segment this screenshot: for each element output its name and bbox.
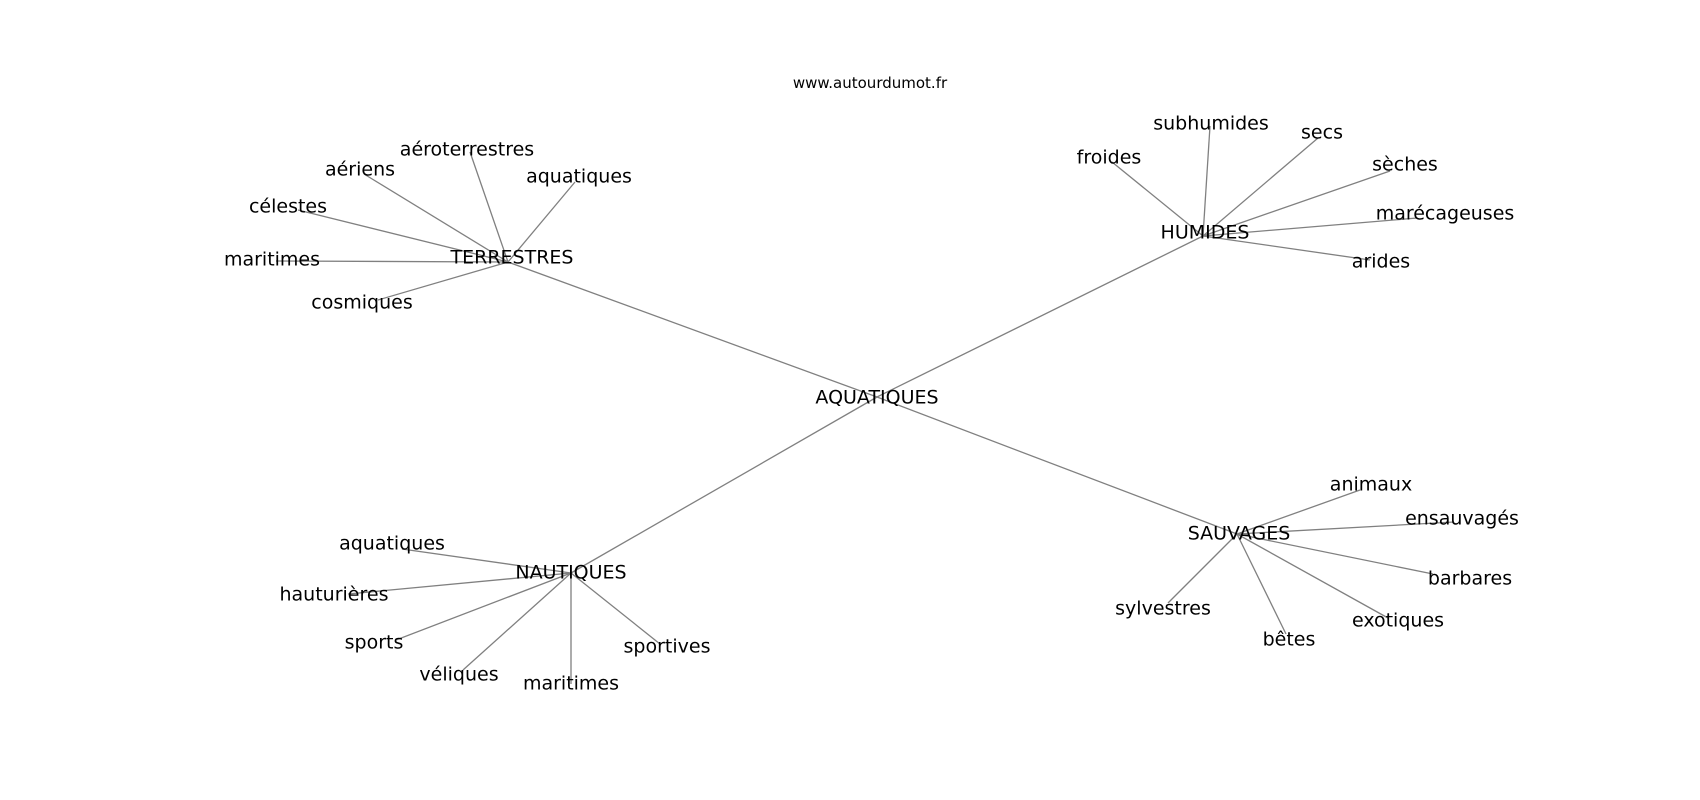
leaf-node-nautiques-sports: sports <box>345 632 404 654</box>
edge-terrestres-to-celestes <box>297 209 509 263</box>
leaf-node-humides-seches: sèches <box>1372 154 1438 176</box>
edge-nautiques-to-sportives <box>570 572 661 645</box>
edge-sauvages-to-barbares <box>1236 533 1434 575</box>
leaf-node-sauvages-exotiques: exotiques <box>1352 610 1444 632</box>
leaf-node-sauvages-barbares: barbares <box>1428 568 1512 590</box>
source-label: www.autourdumot.fr <box>793 74 948 92</box>
edge-terrestres-to-aeroterrestres <box>469 151 509 263</box>
leaf-node-terrestres-maritimes: maritimes <box>224 249 320 271</box>
hub-node-nautiques: NAUTIQUES <box>515 562 626 584</box>
hub-node-terrestres: TERRESTRES <box>450 247 574 269</box>
edge-terrestres-to-maritimes <box>275 260 509 263</box>
leaf-node-nautiques-veliques: véliques <box>419 664 498 686</box>
leaf-node-humides-secs: secs <box>1301 122 1343 144</box>
leaf-node-nautiques-sportives: sportives <box>624 636 711 658</box>
leaf-node-terrestres-aquatiques: aquatiques <box>526 166 632 188</box>
edge-nautiques-to-aquatiques <box>401 548 572 574</box>
center-node-label: AQUATIQUES <box>815 387 938 409</box>
edge-humides-to-seches <box>1202 170 1391 237</box>
leaf-node-sauvages-sylvestres: sylvestres <box>1115 598 1211 620</box>
edge-sauvages-to-ensauvages <box>1236 521 1455 535</box>
edge-sauvages-to-sylvestres <box>1167 533 1238 604</box>
leaf-node-sauvages-betes: bêtes <box>1263 629 1316 651</box>
edge-nautiques-to-hauturieres <box>347 572 572 595</box>
leaf-node-humides-marecageuses: marécageuses <box>1376 203 1515 225</box>
leaf-node-sauvages-ensauvages: ensauvagés <box>1405 508 1519 530</box>
edge-sauvages-to-exotiques <box>1236 533 1389 619</box>
hub-node-sauvages: SAUVAGES <box>1188 523 1291 545</box>
leaf-node-terrestres-aeroterrestres: aéroterrestres <box>400 139 534 161</box>
edge-center-to-terrestres <box>507 261 878 398</box>
graph-nodes: AQUATIQUES TERRESTRES aéroterrestresaérien… <box>224 113 1519 695</box>
edge-terrestres-to-cosmiques <box>377 261 509 301</box>
edge-center-to-nautiques <box>570 396 878 574</box>
leaf-node-nautiques-hauturieres: hauturières <box>280 584 389 606</box>
edge-nautiques-to-veliques <box>462 572 572 671</box>
edge-terrestres-to-aeriens <box>363 173 509 263</box>
leaf-node-humides-subhumides: subhumides <box>1153 113 1269 135</box>
edge-center-to-sauvages <box>876 396 1238 535</box>
edge-sauvages-to-betes <box>1236 533 1287 635</box>
leaf-node-sauvages-animaux: animaux <box>1330 474 1412 496</box>
edge-humides-to-arides <box>1202 235 1371 261</box>
edge-humides-to-subhumides <box>1202 125 1211 237</box>
leaf-node-humides-froides: froides <box>1077 147 1142 169</box>
leaf-node-terrestres-celestes: célestes <box>249 196 327 218</box>
edge-humides-to-marecageuses <box>1202 217 1418 237</box>
edge-center-to-humides <box>876 235 1204 398</box>
graph-edges <box>275 125 1455 684</box>
hub-node-humides: HUMIDES <box>1161 222 1250 244</box>
edge-humides-to-secs <box>1202 137 1319 237</box>
leaf-node-terrestres-aeriens: aériens <box>325 159 395 181</box>
edge-sauvages-to-animaux <box>1236 489 1361 535</box>
edge-humides-to-froides <box>1111 161 1204 237</box>
leaf-node-nautiques-aquatiques: aquatiques <box>339 533 445 555</box>
edge-nautiques-to-sports <box>395 572 572 641</box>
edge-terrestres-to-aquatiques <box>507 181 576 263</box>
leaf-node-terrestres-cosmiques: cosmiques <box>311 292 412 314</box>
leaf-node-nautiques-maritimes: maritimes <box>523 673 619 695</box>
leaf-node-humides-arides: arides <box>1352 251 1410 273</box>
